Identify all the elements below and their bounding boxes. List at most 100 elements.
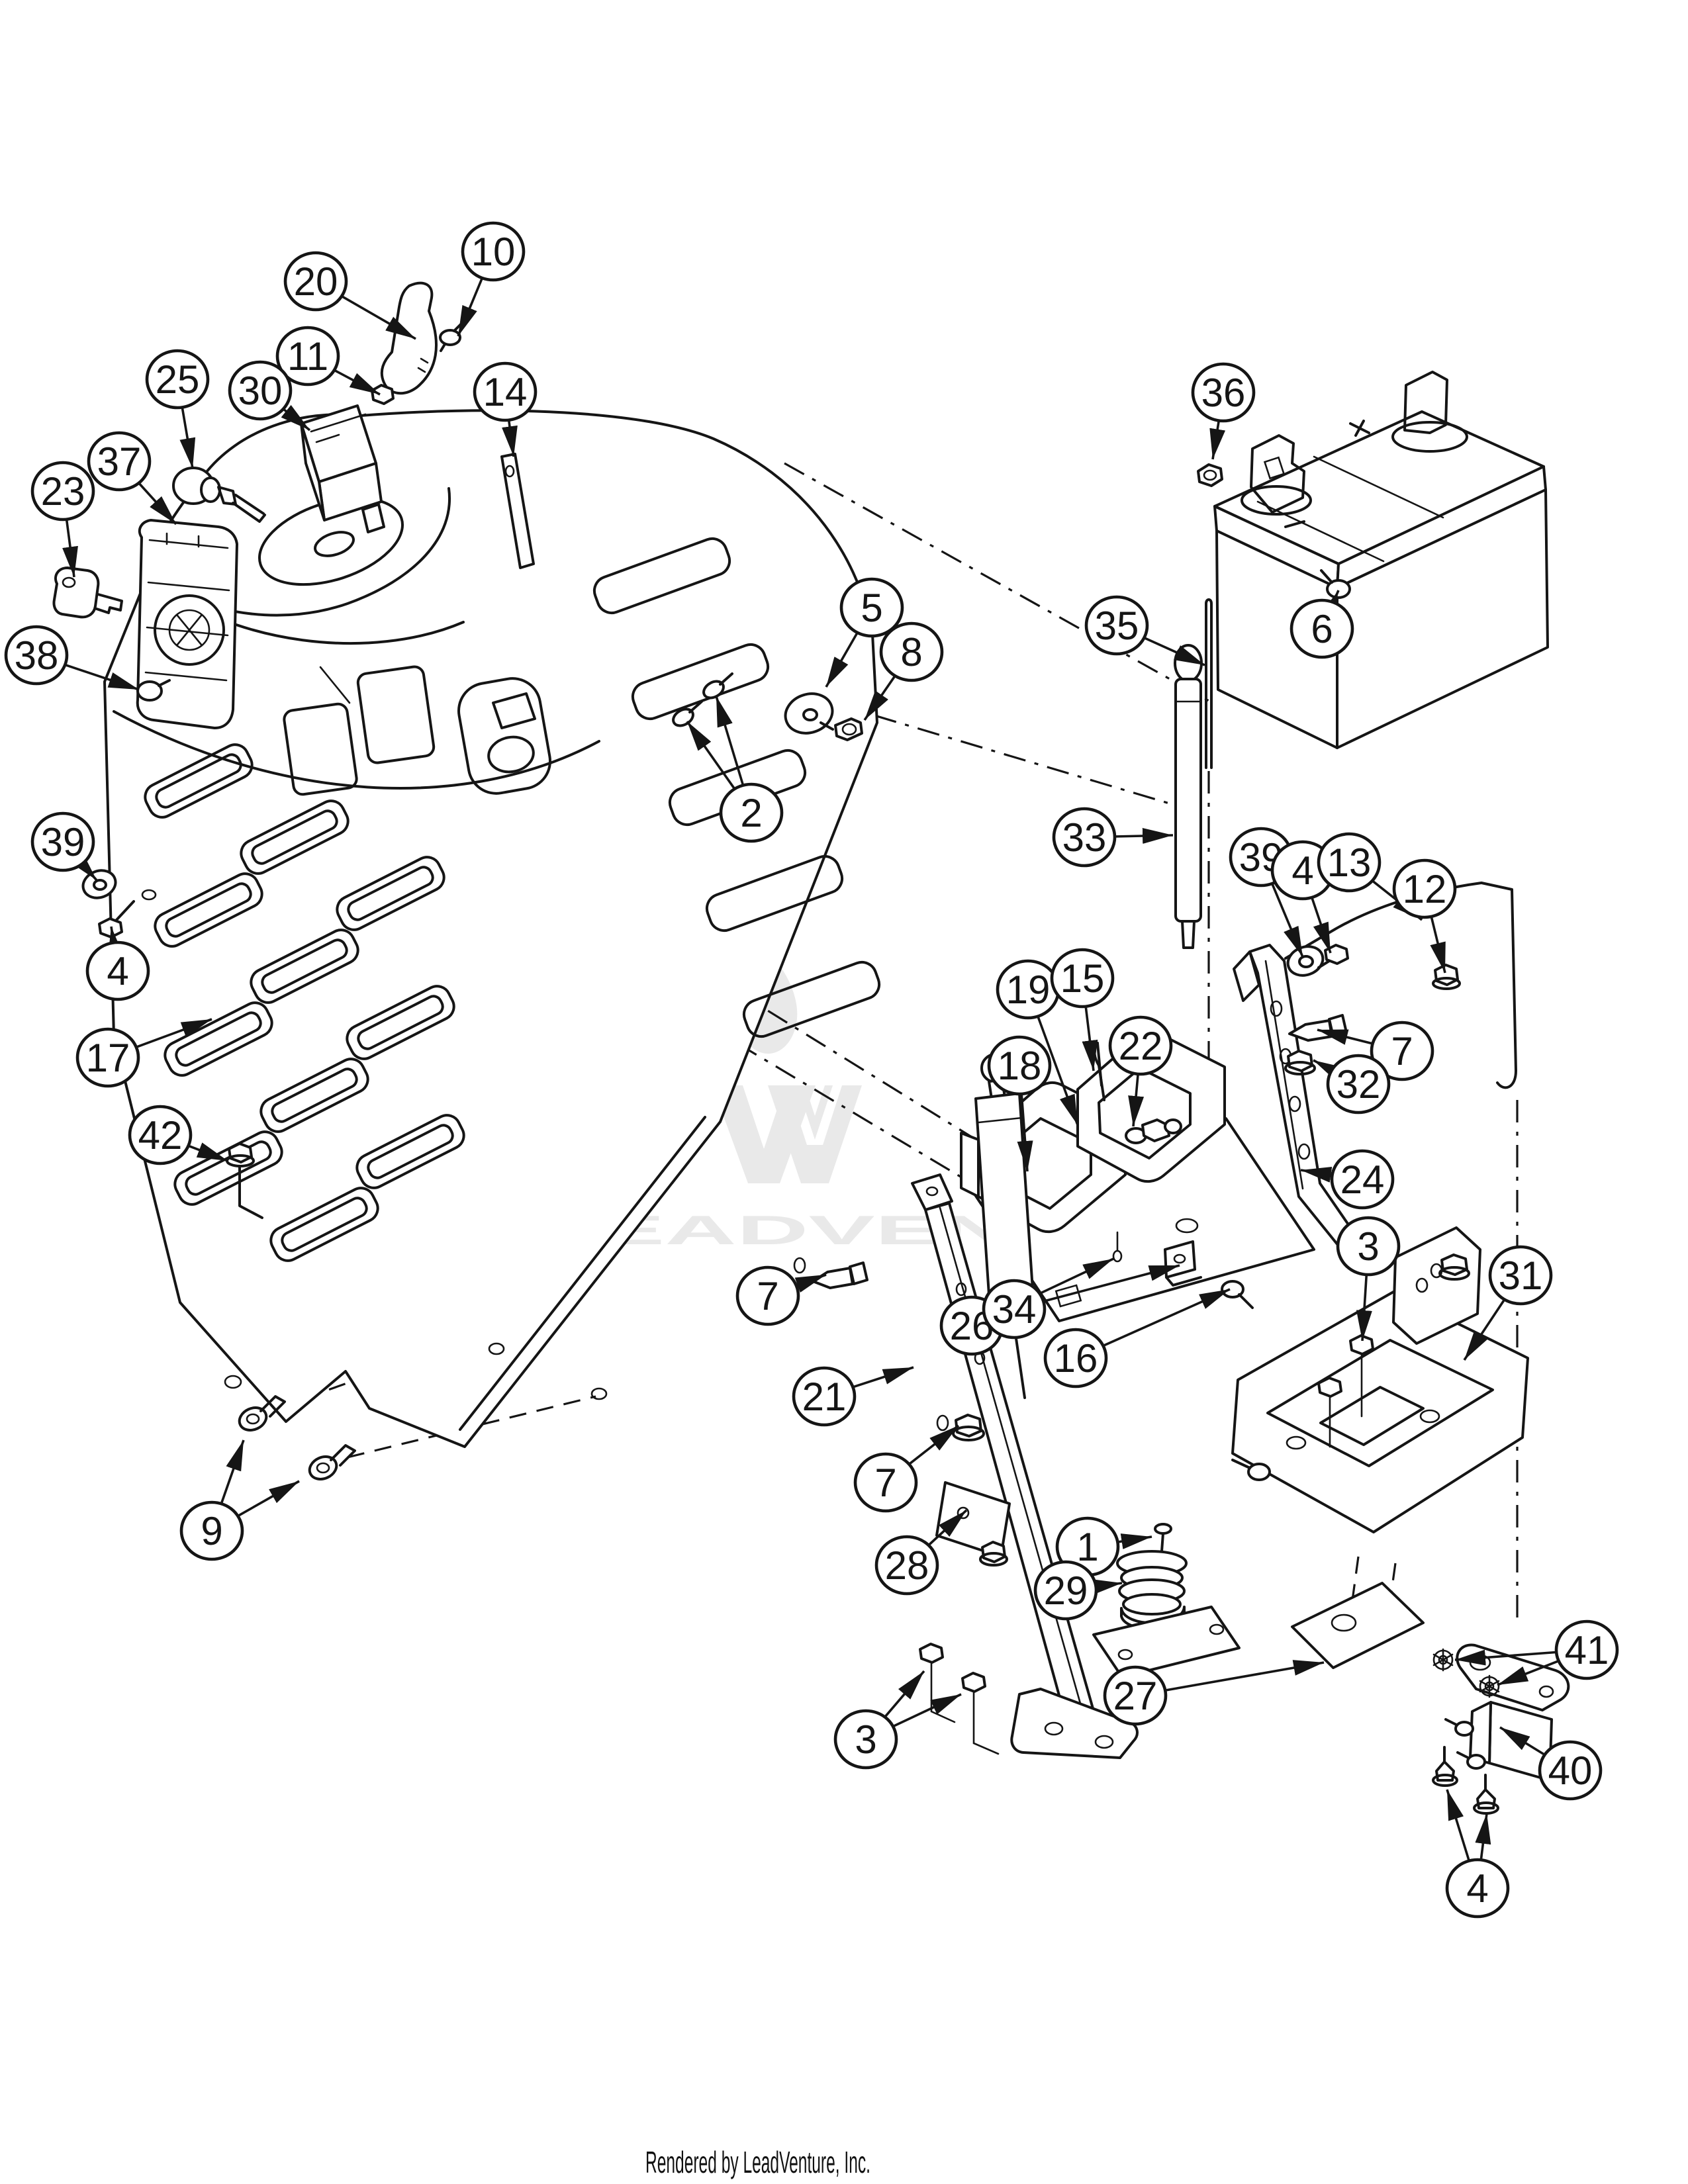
callout-7-right[interactable]: 7 bbox=[1317, 1021, 1434, 1081]
callout-balloon[interactable] bbox=[30, 461, 95, 522]
callout-32[interactable]: 32 bbox=[1313, 1054, 1391, 1115]
callout-37[interactable]: 37 bbox=[87, 431, 177, 525]
callout-17[interactable]: 17 bbox=[75, 1018, 212, 1088]
callout-number: 8 bbox=[900, 630, 922, 674]
callout-24[interactable]: 24 bbox=[1300, 1149, 1395, 1210]
callout-39-left[interactable]: 39 bbox=[30, 811, 98, 882]
footer-credit: Rendered by LeadVenture, Inc. bbox=[645, 2145, 870, 2179]
callout-balloon[interactable] bbox=[1191, 362, 1256, 423]
callout-balloon[interactable] bbox=[461, 221, 526, 282]
callout-15[interactable]: 15 bbox=[1050, 948, 1115, 1071]
callout-1[interactable]: 1 bbox=[1055, 1516, 1152, 1577]
callout-19[interactable]: 19 bbox=[996, 959, 1079, 1126]
callout-22[interactable]: 22 bbox=[1108, 1015, 1173, 1127]
callout-balloon[interactable] bbox=[275, 326, 340, 387]
callout-balloon[interactable] bbox=[228, 360, 293, 421]
callout-balloon[interactable] bbox=[75, 1027, 140, 1088]
callout-3-mid[interactable]: 3 bbox=[1336, 1216, 1401, 1342]
callout-balloon[interactable] bbox=[1370, 1021, 1434, 1081]
callout-number: 31 bbox=[1499, 1253, 1543, 1298]
callout-3-bottom[interactable]: 3 bbox=[833, 1670, 962, 1770]
callout-30[interactable]: 30 bbox=[228, 360, 311, 432]
callout-balloon[interactable] bbox=[473, 361, 538, 422]
callout-balloon[interactable] bbox=[85, 940, 150, 1001]
callout-balloon[interactable] bbox=[839, 577, 904, 638]
callout-balloon[interactable] bbox=[1052, 807, 1117, 868]
callout-33[interactable]: 33 bbox=[1052, 807, 1174, 868]
callout-balloon[interactable] bbox=[1326, 1054, 1391, 1115]
callout-balloon[interactable] bbox=[1554, 1619, 1619, 1680]
callout-balloon[interactable] bbox=[30, 811, 95, 872]
callout-balloon[interactable] bbox=[1289, 598, 1354, 659]
callout-4-bottom[interactable]: 4 bbox=[1445, 1789, 1510, 1919]
callout-balloon[interactable] bbox=[1392, 858, 1457, 919]
callout-21[interactable]: 21 bbox=[792, 1366, 914, 1427]
callout-10[interactable]: 10 bbox=[457, 221, 526, 337]
callout-number: 3 bbox=[1357, 1224, 1379, 1269]
callout-balloon[interactable] bbox=[1488, 1245, 1553, 1306]
callout-31[interactable]: 31 bbox=[1463, 1245, 1553, 1361]
key-23 bbox=[52, 567, 123, 619]
callout-number: 22 bbox=[1119, 1024, 1163, 1068]
callout-balloon[interactable] bbox=[982, 1279, 1047, 1340]
callout-9[interactable]: 9 bbox=[179, 1439, 300, 1561]
callout-balloon[interactable] bbox=[987, 1035, 1052, 1096]
callout-28[interactable]: 28 bbox=[874, 1509, 968, 1596]
callout-balloon[interactable] bbox=[1317, 832, 1382, 893]
callout-23[interactable]: 23 bbox=[30, 461, 95, 578]
callout-35[interactable]: 35 bbox=[1084, 595, 1205, 666]
callout-number: 6 bbox=[1311, 607, 1333, 651]
callout-36[interactable]: 36 bbox=[1191, 362, 1256, 460]
callout-balloon[interactable] bbox=[1330, 1149, 1395, 1210]
callout-14[interactable]: 14 bbox=[473, 361, 538, 457]
callout-41[interactable]: 41 bbox=[1454, 1619, 1619, 1686]
callout-balloon[interactable] bbox=[145, 349, 210, 410]
callout-11[interactable]: 11 bbox=[275, 326, 381, 396]
callout-balloon[interactable] bbox=[792, 1366, 857, 1427]
callout-16[interactable]: 16 bbox=[1043, 1288, 1231, 1388]
callout-number: 37 bbox=[97, 439, 142, 484]
callout-7-mid[interactable]: 7 bbox=[735, 1265, 827, 1326]
callout-balloon[interactable] bbox=[833, 1709, 898, 1770]
callout-balloon[interactable] bbox=[1445, 1858, 1510, 1919]
callout-2[interactable]: 2 bbox=[686, 696, 784, 843]
callout-balloon[interactable] bbox=[1043, 1328, 1108, 1388]
callout-balloon[interactable] bbox=[879, 621, 944, 682]
callout-5[interactable]: 5 bbox=[825, 577, 904, 688]
callout-42[interactable]: 42 bbox=[128, 1105, 228, 1165]
mount-plate-27 bbox=[1291, 1582, 1425, 1669]
callout-7-lower[interactable]: 7 bbox=[853, 1424, 960, 1513]
callout-balloon[interactable] bbox=[1084, 595, 1149, 656]
callout-8[interactable]: 8 bbox=[863, 621, 944, 721]
callout-balloon[interactable] bbox=[874, 1535, 939, 1596]
callout-40[interactable]: 40 bbox=[1499, 1726, 1603, 1801]
callout-balloon[interactable] bbox=[719, 782, 784, 843]
callout-balloon[interactable] bbox=[1103, 1665, 1168, 1726]
leader-line bbox=[457, 278, 483, 337]
callout-34[interactable]: 34 bbox=[982, 1264, 1180, 1340]
callout-balloon[interactable] bbox=[735, 1265, 800, 1326]
callout-38[interactable]: 38 bbox=[4, 625, 140, 691]
callout-number: 33 bbox=[1062, 815, 1107, 860]
callout-29[interactable]: 29 bbox=[1033, 1560, 1123, 1621]
callout-18[interactable]: 18 bbox=[987, 1035, 1052, 1172]
callout-balloon[interactable] bbox=[283, 251, 348, 312]
callout-12[interactable]: 12 bbox=[1392, 858, 1457, 974]
callout-balloon[interactable] bbox=[1108, 1015, 1173, 1076]
callout-25[interactable]: 25 bbox=[145, 349, 210, 469]
callout-balloon[interactable] bbox=[1033, 1560, 1098, 1621]
callout-27[interactable]: 27 bbox=[1103, 1660, 1325, 1726]
callout-6[interactable]: 6 bbox=[1289, 590, 1354, 659]
callout-balloon[interactable] bbox=[853, 1452, 918, 1513]
callout-balloon[interactable] bbox=[179, 1500, 244, 1561]
callout-balloon[interactable] bbox=[1050, 948, 1115, 1009]
callout-balloon[interactable] bbox=[1538, 1740, 1603, 1801]
callout-balloon[interactable] bbox=[128, 1105, 193, 1165]
callout-balloon[interactable] bbox=[1336, 1216, 1401, 1277]
callout-20[interactable]: 20 bbox=[283, 251, 416, 340]
leader-line bbox=[908, 1424, 960, 1465]
callout-balloon[interactable] bbox=[87, 431, 152, 492]
callout-4-left[interactable]: 4 bbox=[85, 926, 150, 1001]
callout-balloon[interactable] bbox=[4, 625, 69, 686]
